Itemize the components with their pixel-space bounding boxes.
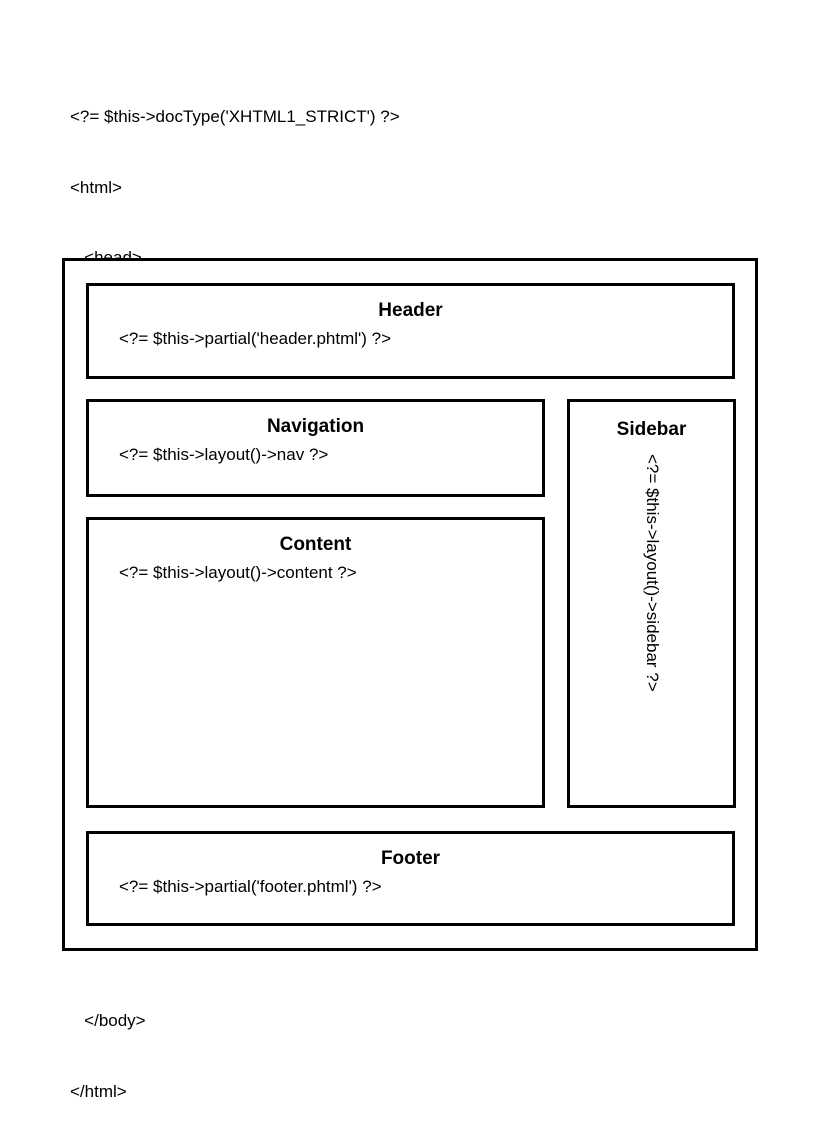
region-footer: Footer <?= $this->partial('footer.phtml'… bbox=[86, 831, 735, 926]
region-footer-title: Footer bbox=[380, 848, 441, 869]
code-line-doctype: <?= $this->docType('XHTML1_STRICT') ?> bbox=[70, 107, 400, 126]
layout-diagram-body-box: Header <?= $this->partial('header.phtml'… bbox=[62, 258, 758, 951]
region-header: Header <?= $this->partial('header.phtml'… bbox=[86, 283, 735, 379]
region-sidebar-code: <?= $this->layout()->sidebar ?> bbox=[642, 454, 662, 692]
code-line-body-close: </body> bbox=[70, 1011, 146, 1030]
region-sidebar: Sidebar <?= $this->layout()->sidebar ?> bbox=[567, 399, 736, 808]
region-header-code: <?= $this->partial('header.phtml') ?> bbox=[119, 329, 392, 348]
region-navigation: Navigation <?= $this->layout()->nav ?> bbox=[86, 399, 545, 497]
region-navigation-title: Navigation bbox=[266, 416, 365, 437]
region-sidebar-title: Sidebar bbox=[616, 419, 687, 440]
region-content: Content <?= $this->layout()->content ?> bbox=[86, 517, 545, 808]
region-content-title: Content bbox=[279, 534, 352, 555]
code-line-html-close: </html> bbox=[70, 1081, 127, 1101]
code-line-html-open: <html> bbox=[70, 177, 122, 197]
region-header-title: Header bbox=[378, 300, 443, 321]
code-listing-bottom: </body> </html> bbox=[70, 962, 146, 1127]
region-footer-code: <?= $this->partial('footer.phtml') ?> bbox=[119, 877, 382, 896]
region-navigation-code: <?= $this->layout()->nav ?> bbox=[119, 445, 329, 464]
region-content-code: <?= $this->layout()->content ?> bbox=[119, 563, 357, 582]
region-sidebar-code-wrap: <?= $this->layout()->sidebar ?> bbox=[570, 454, 733, 802]
